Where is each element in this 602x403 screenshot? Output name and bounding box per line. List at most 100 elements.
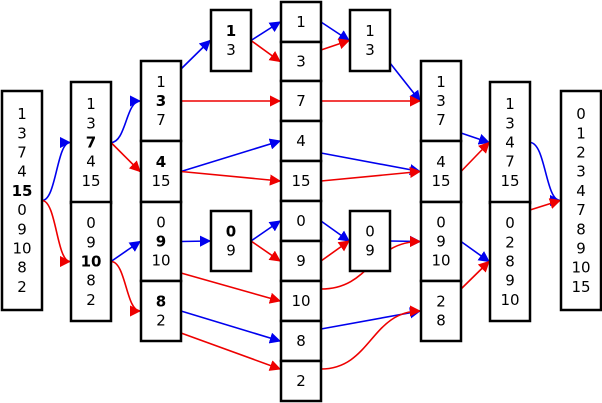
box-value: 10 [291,292,310,310]
box-value: 3 [226,41,236,59]
box-value: 15 [81,172,100,190]
box-value: 0 [576,105,586,123]
box-C3: 3 [279,40,323,83]
box-value: 1 [296,13,306,31]
red-arrow [320,166,422,182]
blue-arrow [250,220,281,242]
box-value: 0 [365,222,375,240]
box-M3b: 09 [348,209,392,273]
box-border [419,59,463,143]
box-border [419,279,463,343]
box-value: 15 [500,172,519,190]
blue-arrow [250,21,281,42]
box-value: 15 [571,278,590,296]
box-value: 15 [291,172,310,190]
box-value: 3 [436,92,446,110]
box-value: 8 [17,259,27,277]
blue-arrow [320,152,422,176]
box-C15: 15 [279,159,323,203]
box-M2a: 137 [419,59,463,143]
box-value: 10 [571,259,590,277]
blue-arrow [41,136,72,202]
box-border [69,200,113,323]
box-C4: 4 [279,119,323,163]
box-border [279,79,323,123]
box-value: 7 [505,153,515,171]
pivot-value: 7 [86,134,96,152]
box-value: 3 [17,124,27,142]
box-value: 9 [576,240,586,258]
box-value: 0 [156,213,166,231]
box-value: 2 [576,144,586,162]
box-value: 2 [86,291,96,309]
red-arrow [529,198,562,211]
box-border [139,279,183,343]
box-border [559,89,602,312]
box-value: 7 [296,92,306,110]
box-value: 10 [431,252,450,270]
pivot-value: 15 [12,182,33,200]
box-value: 1 [576,124,586,142]
box-border [279,319,323,363]
box-value: 4 [296,132,306,150]
box-border [0,89,44,312]
red-arrow [180,332,282,371]
box-border [419,200,463,283]
box-value: 4 [505,134,515,152]
box-border [279,159,323,203]
box-M2d: 28 [419,279,463,343]
red-arrow [180,170,282,186]
box-value: 9 [505,272,515,290]
box-value: 2 [505,233,515,251]
box-border [209,209,253,273]
pivot-value: 1 [226,22,236,40]
blue-arrow [460,132,491,145]
box-value: 4 [436,153,446,171]
box-value: 7 [436,111,446,129]
box-border [279,239,323,283]
red-arrow [250,240,281,262]
box-border [139,200,183,283]
red-arrow [41,199,72,268]
pivot-value: 3 [156,92,166,110]
red-arrow [320,38,351,51]
blue-arrow [320,220,350,242]
box-border [209,8,253,73]
box-L2c: 0 910 [139,200,183,283]
box-value: 1 [436,73,446,91]
box-value: 9 [226,242,236,260]
box-L2a: 137 [139,59,183,143]
box-value: 3 [86,114,96,132]
box-M2c: 0 910 [419,200,463,283]
box-value: 2 [436,292,446,310]
red-arrow [460,260,490,290]
pivot-value: 9 [156,233,166,251]
box-value: 0 [436,213,446,231]
red-arrow [320,305,422,370]
box-C2: 2 [279,359,323,403]
box-border [139,59,183,143]
box-border [419,139,463,204]
box-value: 7 [17,144,27,162]
box-C9: 9 [279,239,323,283]
box-value: 10 [151,252,170,270]
box-value: 8 [505,253,515,271]
box-L2b: 415 [139,139,183,204]
blue-arrow [180,39,211,70]
box-value: 0 [296,212,306,230]
box-value: 3 [296,53,306,71]
box-C1: 1 [279,0,323,44]
box-L3b: 09 [209,209,253,273]
box-value: 10 [500,291,519,309]
blue-arrow [529,141,562,207]
box-value: 9 [436,233,446,251]
box-border [279,359,323,403]
red-arrow [110,141,141,173]
blue-arrow [180,235,212,247]
box-border [279,199,323,243]
blue-arrow [389,62,421,102]
